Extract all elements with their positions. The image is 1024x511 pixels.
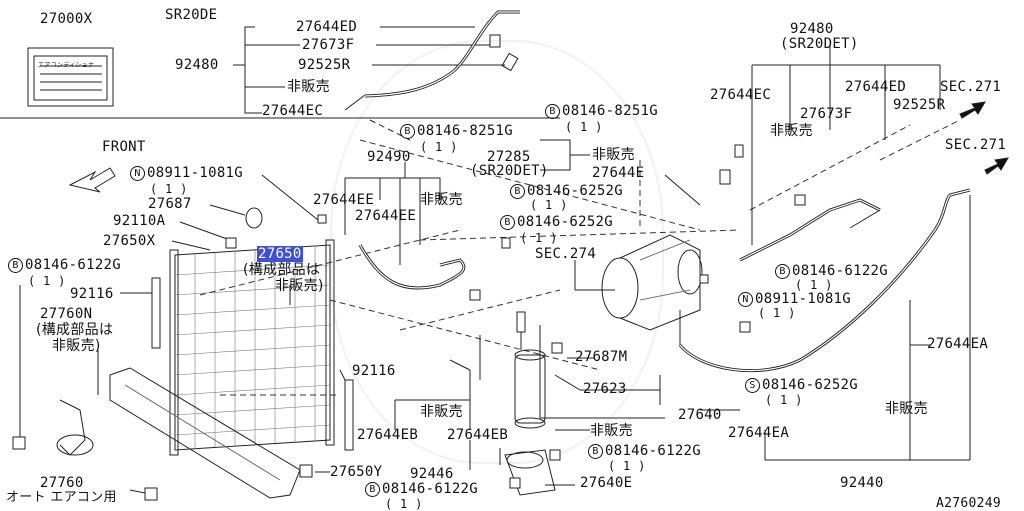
right-hose-not-sold: 非販売 [770,123,813,139]
label-card-part: 27000X [40,11,93,27]
bottom-not-sold: 非販売 [420,404,463,420]
nut-1081-left-qty: ( 1 ) [150,182,188,196]
right-hose-part-ec: 27644EC [710,87,772,103]
diagram-id: A2760249 [936,496,1002,511]
center-hose-not-sold: 非販売 [420,192,463,208]
pipe-27285-not-sold: 非販売 [592,147,635,163]
screw-6252-qty: ( 1 ) [765,393,803,407]
right-hose-variant: (SR20DET) [780,36,859,52]
harness [59,399,86,456]
bolt-8251-top-qty: ( 1 ) [420,140,458,154]
label-card-frame [27,47,114,107]
part-27687m: 27687M [575,349,628,365]
receiver-not-sold: 非販売 [590,423,633,439]
part-27644eb-a: 27644EB [357,427,419,443]
sec271-arrow-1 [959,101,986,119]
receiver-drier-shape [514,311,546,429]
bracket-note-1: (構成部品は [36,322,114,338]
harness-part: 27760 [40,475,84,491]
bracket-note-2: 非販売) [52,338,101,354]
part-27650y: 27650Y [330,464,383,480]
pipe-27644e: 27644E [592,165,645,181]
part-27623: 27623 [583,381,627,397]
bolt-6122-left-qty: ( 1 ) [28,274,66,288]
part-92116-a: 92116 [70,286,114,302]
lower-bracket [109,367,301,499]
sec271-label-1: SEC.271 [940,79,1002,95]
sec271-label-2: SEC.271 [945,137,1007,153]
top-hose-part-5: 27644EC [262,103,324,119]
right-hose-part-673f: 27673F [800,106,853,122]
part-27644ea-mid: 27644EA [728,425,790,441]
lower-right-not-sold: 非販売 [885,401,928,417]
bracket-27760n: 27760N [40,306,93,322]
right-hose-group: 92480 [790,21,834,37]
top-hose [364,10,520,98]
condenser-part: 27650 [257,246,303,262]
bolt-6122-bottom-qty: ( 1 ) [385,497,423,511]
part-27644eb-b: 27644EB [447,427,509,443]
right-hose-part-525r: 92525R [893,97,946,113]
engine-variant: SR20DE [165,7,218,23]
part-27640e: 27640E [580,475,633,491]
pipe-27285: 27285 [487,149,531,165]
harness-note: オート エアコン用 [6,490,117,505]
label-card-text: エアコンディショナ [38,62,95,69]
top-hose-part-3: 92525R [298,57,351,73]
condenser-note-2: 非販売) [275,278,324,294]
top-hose-not-sold: 非販売 [287,79,330,95]
top-hose-part-1: 27644ED [296,19,358,35]
part-92110a: 92110A [113,213,166,229]
part-27687: 27687 [148,196,192,212]
top-hose-group: 92480 [175,57,219,73]
watermark-emblem [330,40,664,464]
sec271-arrow-2 [984,157,1009,175]
part-27644ea-right: 27644EA [927,336,989,352]
right-hose [739,198,881,262]
bolt-6122-mid-qty: ( 1 ) [608,459,646,473]
condenser-note-1: (構成部品は [243,262,321,278]
part-92116-b: 92116 [352,363,396,379]
nut-1081-right-qty: ( 1 ) [758,306,796,320]
bolt-6252-a-qty: ( 1 ) [530,198,568,212]
part-92446: 92446 [410,466,454,482]
center-hose-part-1: 27644EE [313,192,375,208]
front-label: FRONT [102,139,146,155]
bolt-8251-right-qty: ( 1 ) [565,120,603,134]
compressor-shape [601,234,703,331]
center-hose-group: 92490 [367,149,411,165]
part-27650x: 27650X [103,233,156,249]
right-hose-part-ed: 27644ED [845,79,907,95]
sec274-label: SEC.274 [535,246,597,262]
center-hose-part-2: 27644EE [355,208,417,224]
bolt-6122-right-qty: ( 1 ) [795,278,833,292]
part-92440: 92440 [840,475,884,491]
pipe-27285-variant: (SR20DET) [470,163,549,179]
front-arrow [68,167,116,193]
top-hose-part-2: 27673F [302,37,355,53]
part-27640: 27640 [678,407,722,423]
bolt-6252-b-qty: ( 1 ) [520,231,558,245]
